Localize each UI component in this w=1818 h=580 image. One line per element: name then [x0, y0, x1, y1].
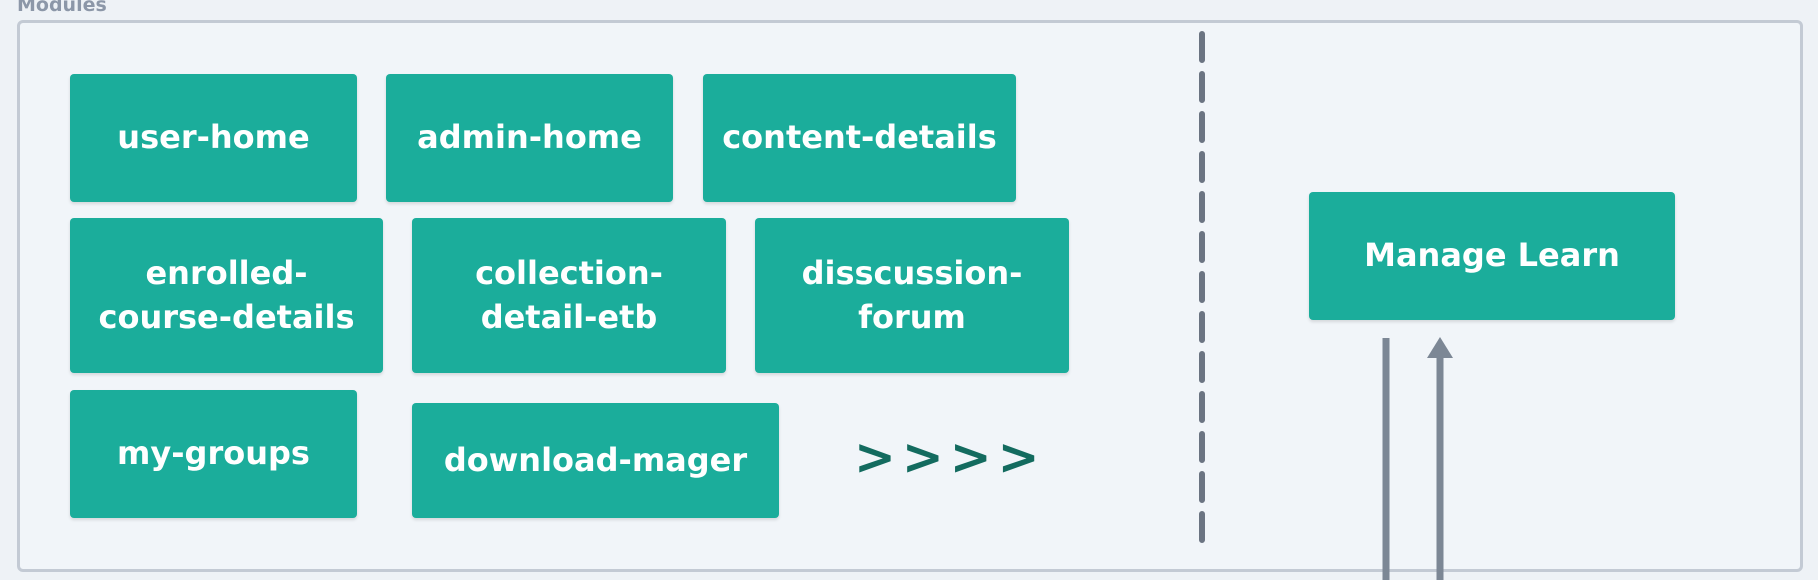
module-disscussion-forum[interactable]: disscussion- forum [755, 218, 1069, 373]
module-user-home[interactable]: user-home [70, 74, 357, 202]
module-label: user-home [117, 118, 310, 157]
module-label: content-details [722, 118, 997, 157]
module-content-details[interactable]: content-details [703, 74, 1016, 202]
module-collection-detail-etb[interactable]: collection- detail-etb [412, 218, 726, 373]
module-label: disscussion- forum [801, 254, 1023, 336]
module-label: enrolled- course-details [98, 254, 355, 336]
module-label: my-groups [117, 434, 310, 473]
module-download-mager[interactable]: download-mager [412, 403, 779, 518]
module-label: Manage Learn [1364, 236, 1620, 275]
arrow-head-up-icon [1427, 337, 1453, 358]
modules-group-label: Modules [17, 0, 107, 16]
module-label: admin-home [417, 118, 642, 157]
module-label: collection- detail-etb [475, 254, 663, 336]
module-my-groups[interactable]: my-groups [70, 390, 357, 518]
module-enrolled-course-details[interactable]: enrolled- course-details [70, 218, 383, 373]
module-label: download-mager [443, 440, 748, 479]
module-admin-home[interactable]: admin-home [386, 74, 673, 202]
module-manage-learn[interactable]: Manage Learn [1309, 192, 1675, 320]
more-modules-indicator: >>>> [854, 428, 1046, 486]
